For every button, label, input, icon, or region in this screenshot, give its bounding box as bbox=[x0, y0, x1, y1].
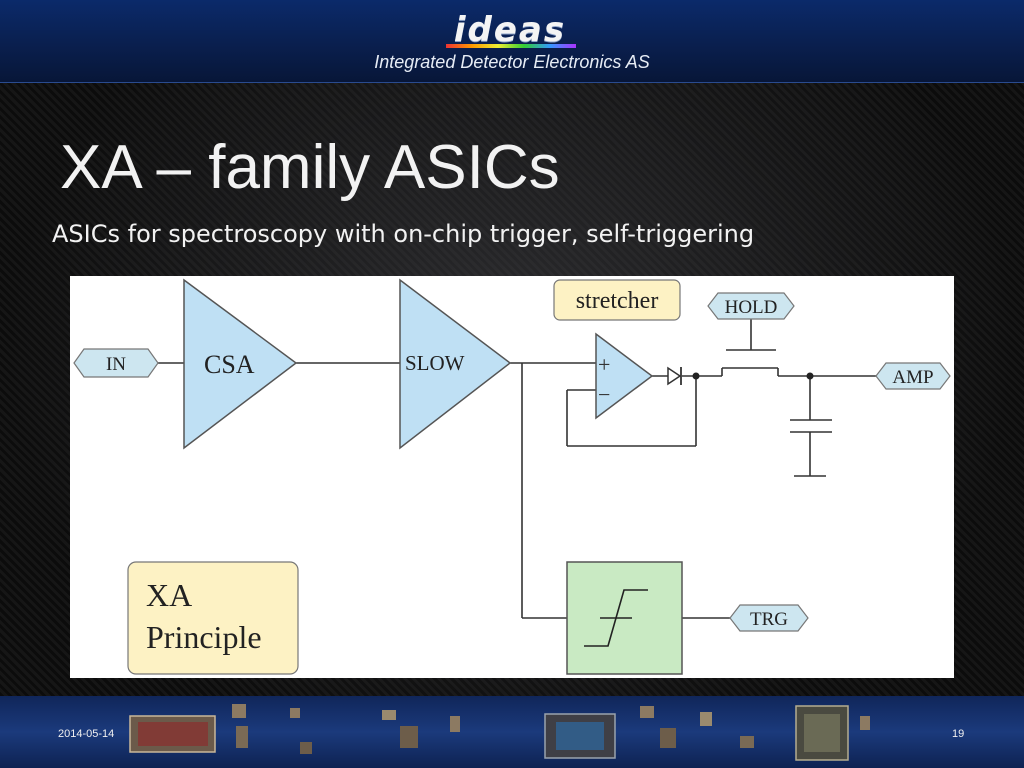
circuit-diagram: CSA SLOW + − stretcher IN HOLD bbox=[70, 276, 954, 678]
header-banner: ideas Integrated Detector Electronics AS bbox=[0, 0, 1024, 83]
minus-sign: − bbox=[598, 382, 610, 407]
slide-subtitle: ASICs for spectroscopy with on-chip trig… bbox=[52, 220, 755, 248]
diode-symbol bbox=[667, 366, 682, 386]
slide-title: XA – family ASICs bbox=[60, 133, 560, 202]
stretcher-opamp: + − bbox=[595, 332, 654, 420]
csa-label: CSA bbox=[204, 350, 255, 379]
wires bbox=[158, 316, 876, 619]
xa-principle-box: XA Principle bbox=[127, 561, 299, 675]
slow-shaper: SLOW bbox=[399, 278, 512, 450]
amp-label: AMP bbox=[892, 367, 933, 388]
principle-line1: XA bbox=[146, 577, 192, 613]
junction-dot bbox=[806, 372, 814, 380]
footer-date: 2014-05-14 bbox=[58, 728, 115, 740]
comparator-block bbox=[566, 561, 683, 675]
amp-port-tag: AMP bbox=[875, 362, 951, 390]
company-tagline: Integrated Detector Electronics AS bbox=[374, 52, 650, 72]
stretcher-label: stretcher bbox=[576, 288, 659, 314]
footer-banner bbox=[0, 696, 1024, 768]
plus-sign: + bbox=[598, 352, 610, 377]
circuit-svg: CSA SLOW + − stretcher IN HOLD bbox=[73, 278, 951, 675]
trg-label: TRG bbox=[750, 609, 788, 630]
trg-port-tag: TRG bbox=[729, 604, 809, 632]
in-label: IN bbox=[106, 354, 126, 375]
principle-line2: Principle bbox=[146, 619, 262, 655]
in-port-tag: IN bbox=[73, 348, 159, 378]
slow-label: SLOW bbox=[405, 351, 465, 375]
hold-label: HOLD bbox=[725, 297, 778, 318]
page-number: 19 bbox=[952, 728, 965, 740]
csa-amplifier: CSA bbox=[183, 278, 298, 450]
ideas-logo: ideas bbox=[453, 10, 567, 50]
stretcher-callout: stretcher bbox=[553, 279, 681, 321]
logo-rainbow-bar bbox=[446, 44, 576, 48]
junction-dot bbox=[692, 372, 700, 380]
chip-collage-image bbox=[129, 704, 870, 761]
hold-port-tag: HOLD bbox=[707, 292, 795, 320]
